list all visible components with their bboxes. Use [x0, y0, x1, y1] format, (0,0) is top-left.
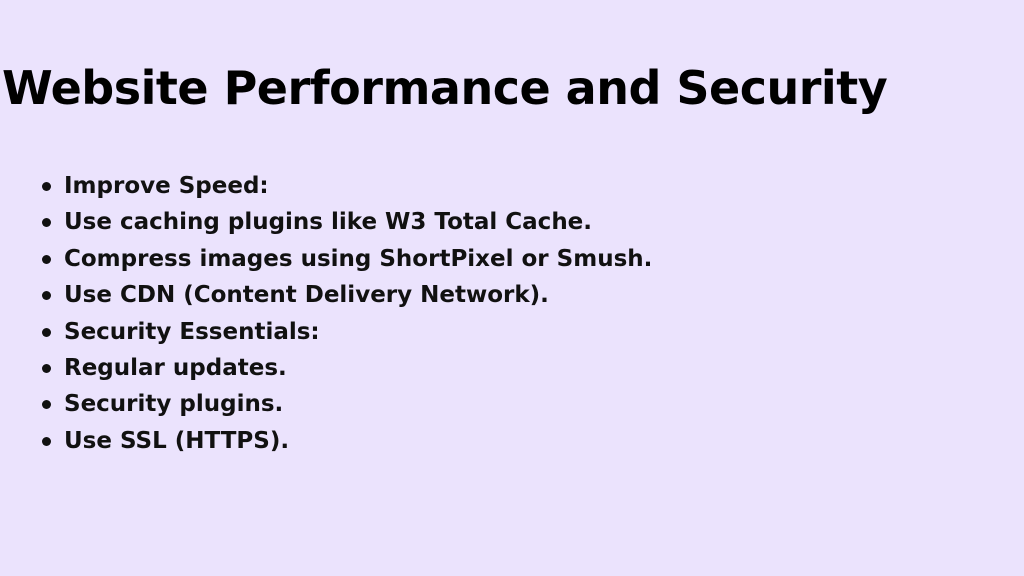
bullet-dot-icon — [42, 254, 51, 264]
bullet-dot-icon — [42, 436, 51, 446]
bullet-list: Improve Speed: Use caching plugins like … — [36, 168, 652, 459]
bullet-item-regular-updates: Regular updates. — [36, 350, 652, 386]
bullet-item-security-plugins: Security plugins. — [36, 386, 652, 422]
bullet-text: Regular updates. — [64, 354, 287, 381]
bullet-item-caching-plugins: Use caching plugins like W3 Total Cache. — [36, 204, 652, 240]
bullet-dot-icon — [42, 327, 51, 337]
bullet-item-use-cdn: Use CDN (Content Delivery Network). — [36, 277, 652, 313]
bullet-text: Security Essentials: — [64, 318, 320, 345]
bullet-text: Compress images using ShortPixel or Smus… — [64, 245, 653, 272]
bullet-text: Use caching plugins like W3 Total Cache. — [64, 209, 593, 236]
bullet-text: Security plugins. — [64, 391, 284, 418]
slide-title: Website Performance and Security — [2, 61, 888, 115]
bullet-dot-icon — [42, 182, 51, 191]
bullet-item-improve-speed: Improve Speed: — [36, 168, 652, 204]
bullet-text: Improve Speed: — [64, 173, 269, 199]
bullet-dot-icon — [42, 291, 51, 301]
bullet-text: Use SSL (HTTPS). — [64, 427, 290, 454]
bullet-item-security-essentials: Security Essentials: — [36, 314, 652, 350]
bullet-text: Use CDN (Content Delivery Network). — [64, 282, 549, 309]
bullet-item-compress-images: Compress images using ShortPixel or Smus… — [36, 241, 652, 277]
bullet-dot-icon — [42, 218, 51, 228]
bullet-item-use-ssl: Use SSL (HTTPS). — [36, 423, 652, 459]
bullet-dot-icon — [42, 400, 51, 410]
bullet-dot-icon — [42, 363, 51, 373]
